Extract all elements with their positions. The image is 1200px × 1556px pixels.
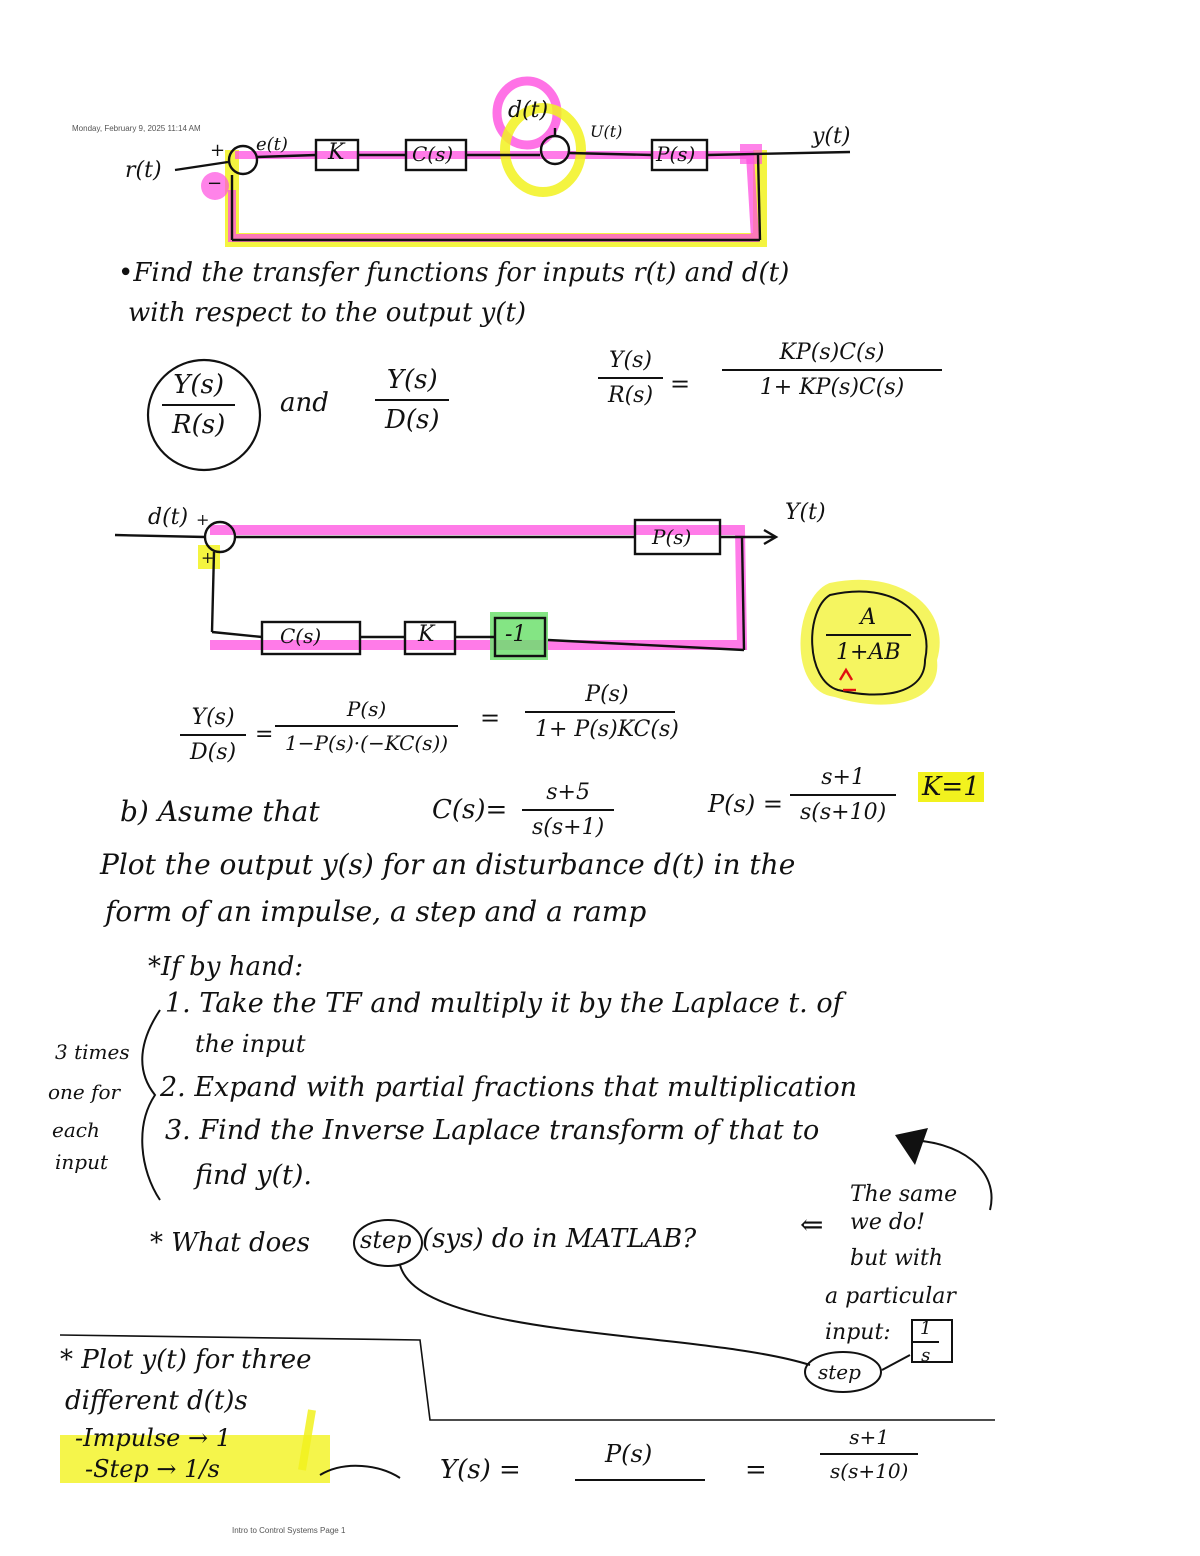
fraction-derivation: P(s)1−P(s)·(−KC(s))	[275, 697, 459, 755]
circle-around-step	[353, 1219, 423, 1267]
answer-line-1: The same	[850, 1182, 958, 1207]
label-plus-bottom: +	[201, 548, 215, 567]
label-d-2: d(t)	[148, 505, 189, 530]
bottom-connector	[319, 1464, 401, 1479]
step-3a: 3. Find the Inverse Laplace transform of…	[165, 1115, 820, 1146]
label-u: U(t)	[590, 122, 623, 141]
label-plus: +	[210, 140, 226, 161]
task-line-2: with respect to the output y(t)	[128, 298, 527, 328]
highlight-yellow-bottom	[60, 1435, 330, 1483]
highlight-yellow-sum	[500, 103, 586, 197]
k-value: K=1	[918, 772, 984, 802]
p-lhs: P(s) =	[708, 790, 783, 818]
side-note-1: 3 times	[55, 1040, 130, 1064]
answer-line-4: a particular	[825, 1284, 956, 1309]
rule-outline	[811, 590, 928, 696]
block-neg-one: -1	[505, 622, 527, 647]
block-p-2: P(s)	[652, 525, 692, 549]
page-footer: Intro to Control Systems Page 1	[232, 1526, 346, 1535]
highlight-pink-path	[228, 151, 760, 242]
bottom-line-2: different d(t)s	[65, 1386, 248, 1416]
fraction-y-over-d-2: Y(s)D(s)	[180, 705, 247, 765]
fraction-closed-loop: KP(s)C(s)1+ KP(s)C(s)	[722, 340, 942, 400]
matlab-question-post: (sys) do in MATLAB?	[422, 1224, 697, 1254]
highlight-rule-bubble	[800, 579, 940, 705]
side-note-3: each	[52, 1118, 100, 1142]
equals-2: =	[255, 722, 274, 747]
c-lhs: C(s)=	[432, 795, 508, 825]
label-y: y(t)	[812, 124, 851, 149]
fraction-y-over-r-2: Y(s)R(s)	[598, 348, 664, 408]
bottom-step: -Step → 1/s	[85, 1455, 220, 1483]
block-p: P(s)	[656, 142, 696, 166]
label-e: e(t)	[256, 134, 288, 155]
block-k: K	[328, 140, 345, 165]
step-label-2: step	[818, 1360, 861, 1384]
bottom-line-1: * Plot y(t) for three	[60, 1345, 312, 1375]
task-line-1: •Find the transfer functions for inputs …	[118, 258, 790, 288]
steps-heading: *If by hand:	[148, 952, 304, 982]
highlight-pink-minus	[201, 172, 229, 200]
fraction-y-over-d: Y(s)D(s)	[375, 365, 450, 435]
circle-around-step-2	[804, 1351, 882, 1393]
bottom-equals: =	[745, 1455, 767, 1485]
highlight-pink-loop-2	[210, 525, 748, 650]
page-timestamp: Monday, February 9, 2025 11:14 AM	[72, 124, 201, 133]
bottom-y-lhs: Y(s) =	[440, 1455, 521, 1485]
part-b-label: b) Asume that	[120, 795, 320, 828]
label-plus-top: +	[196, 510, 210, 529]
label-minus: −	[207, 173, 223, 194]
step-1a: 1. Take the TF and multiply it by the La…	[165, 988, 843, 1019]
label-r: r(t)	[125, 158, 162, 183]
circle-around-yr	[146, 358, 262, 472]
connector-step	[399, 1264, 811, 1366]
side-note-2: one for	[48, 1080, 121, 1104]
step-2: 2. Expand with partial fractions that mu…	[160, 1072, 858, 1103]
label-and: and	[280, 388, 329, 418]
red-caret	[838, 667, 856, 692]
bottom-box-outline	[59, 1334, 995, 1421]
side-note-4: input	[55, 1150, 108, 1174]
fraction-y-over-r: Y(s)R(s)	[162, 370, 236, 440]
block-diagram-2-lines	[114, 518, 779, 658]
part-b-line-2: Plot the output y(s) for an disturbance …	[100, 848, 796, 881]
arrow-left-icon: ⇐	[800, 1208, 824, 1241]
block-diagram-1-lines	[174, 128, 851, 242]
fraction-disturbance-tf: P(s)1+ P(s)KC(s)	[525, 682, 689, 742]
label-y-2: Y(t)	[785, 500, 826, 525]
bottom-p-num: P(s)	[605, 1440, 653, 1468]
part-b-line-3: form of an impulse, a step and a ramp	[105, 895, 647, 928]
equals-3: =	[480, 704, 501, 732]
highlight-green-neg	[490, 612, 548, 660]
block-c: C(s)	[412, 142, 454, 166]
answer-line-2: we do!	[850, 1210, 926, 1235]
step-1b: the input	[195, 1030, 306, 1058]
highlight-yellow-stroke	[298, 1409, 316, 1471]
steps-brace	[141, 1009, 161, 1201]
answer-line-5: input:	[825, 1320, 891, 1345]
block-c-2: C(s)	[280, 624, 322, 648]
block-k-2: K	[418, 622, 435, 647]
equals-1: =	[670, 370, 691, 398]
matlab-question-pre: * What does	[150, 1228, 310, 1258]
bottom-impulse: -Impulse → 1	[75, 1424, 231, 1452]
arrowhead	[895, 1128, 928, 1165]
step-3b: find y(t).	[195, 1160, 313, 1191]
label-d: d(t)	[508, 98, 549, 123]
matlab-step-word: step	[360, 1226, 412, 1254]
answer-line-3: but with	[850, 1246, 943, 1271]
